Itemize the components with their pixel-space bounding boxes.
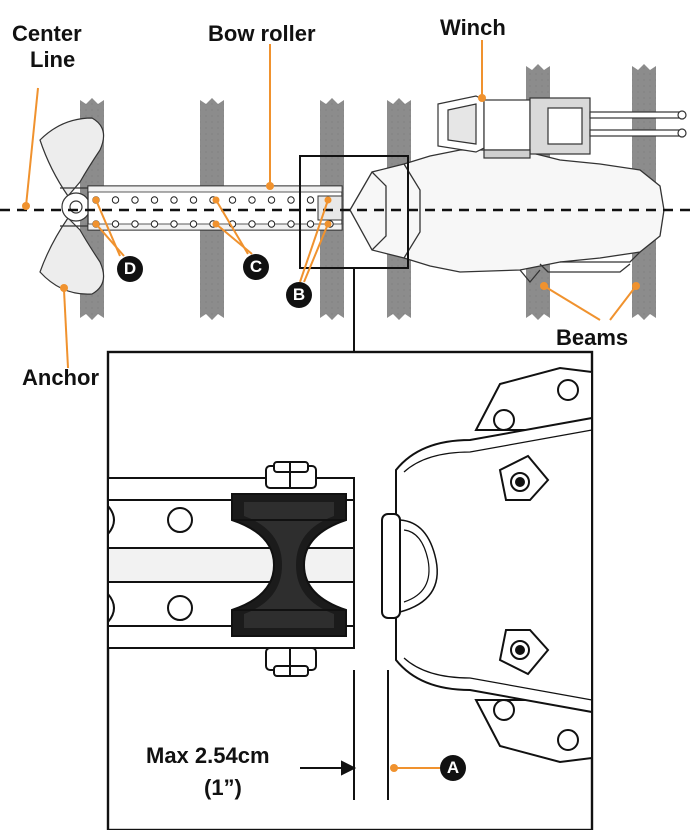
rail-hole-11 [189,220,198,228]
rail-hole-10 [189,196,198,204]
rail-hole-9 [170,220,178,228]
label-bow-roller: Bow roller [208,21,316,46]
rail-hole-23 [306,220,315,228]
rail-hole-5 [131,220,139,228]
rail-hole-20 [287,196,295,204]
badge-c: C [243,254,269,280]
label-center-line-1: Center [12,21,82,46]
rail-hole-14 [228,196,237,204]
detail-view [106,350,594,832]
rail-hole-3 [111,220,120,228]
rail-hole-19 [267,220,276,228]
rail-hole-7 [150,220,159,228]
badge-a: A [440,755,466,781]
label-winch: Winch [440,15,506,40]
rail-hole-2 [111,196,120,204]
rail-hole-21 [287,220,295,228]
badge-b: B [286,282,312,308]
anchor-shape [39,117,105,295]
rail-hole-18 [267,196,276,204]
badge-d: D [117,256,143,282]
rail-hole-16 [248,196,256,204]
leader-a [390,764,440,772]
label-max-gap-2: (1”) [204,775,242,800]
rail-hole-17 [248,220,256,228]
label-beams: Beams [556,325,629,350]
hull-outline [349,139,665,284]
detail-hull [381,366,593,764]
detail-bolts [265,461,317,677]
rail-hole-4 [131,196,139,204]
label-max-gap-1: Max 2.54cm [146,743,270,768]
rail-hole-8 [170,196,178,204]
detail-roller [231,493,347,637]
leader-lines [22,40,640,369]
label-anchor: Anchor [22,365,99,390]
gap-dimension [300,670,389,800]
rail-hole-6 [150,196,159,204]
rail-hole-22 [306,196,315,204]
winch-assembly [437,95,687,159]
label-center-line-2: Line [30,47,76,72]
